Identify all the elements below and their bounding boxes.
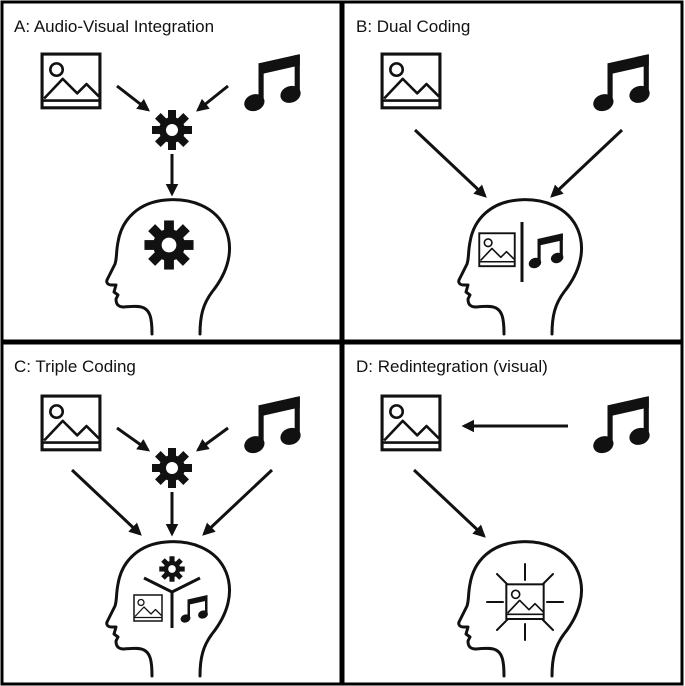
arrow-icon bbox=[412, 468, 486, 538]
image-icon bbox=[380, 52, 442, 110]
panel-triple-coding: C: Triple Coding bbox=[0, 341, 343, 686]
image-icon bbox=[505, 583, 545, 620]
image-icon bbox=[133, 594, 163, 622]
gear-icon bbox=[152, 110, 192, 150]
gear-icon bbox=[159, 556, 185, 582]
panel-b-title: B: Dual Coding bbox=[356, 17, 470, 36]
gear-icon bbox=[144, 220, 194, 270]
gear-icon bbox=[152, 448, 192, 488]
radiating-image bbox=[486, 563, 564, 641]
arrow-icon bbox=[116, 426, 151, 452]
panel-redintegration-visual: D: Redintegration (visual) bbox=[341, 341, 684, 686]
image-icon bbox=[478, 232, 516, 268]
panel-dual-coding: B: Dual Coding bbox=[341, 0, 684, 343]
panel-c-title: C: Triple Coding bbox=[14, 357, 136, 376]
arrow-icon bbox=[70, 468, 142, 536]
image-icon bbox=[40, 52, 102, 110]
arrow-icon bbox=[550, 128, 624, 198]
image-icon bbox=[380, 394, 442, 452]
arrow-icon bbox=[413, 128, 487, 198]
panel-audio-visual-integration: A: Audio-Visual Integration bbox=[0, 0, 343, 343]
arrow-icon bbox=[195, 426, 229, 452]
panel-a-title: A: Audio-Visual Integration bbox=[14, 17, 214, 36]
triple-divider bbox=[143, 576, 201, 628]
arrow-icon bbox=[196, 84, 229, 112]
panel-d-title: D: Redintegration (visual) bbox=[356, 357, 548, 376]
arrow-icon bbox=[202, 468, 274, 536]
image-icon bbox=[40, 394, 102, 452]
arrow-icon bbox=[116, 84, 150, 112]
